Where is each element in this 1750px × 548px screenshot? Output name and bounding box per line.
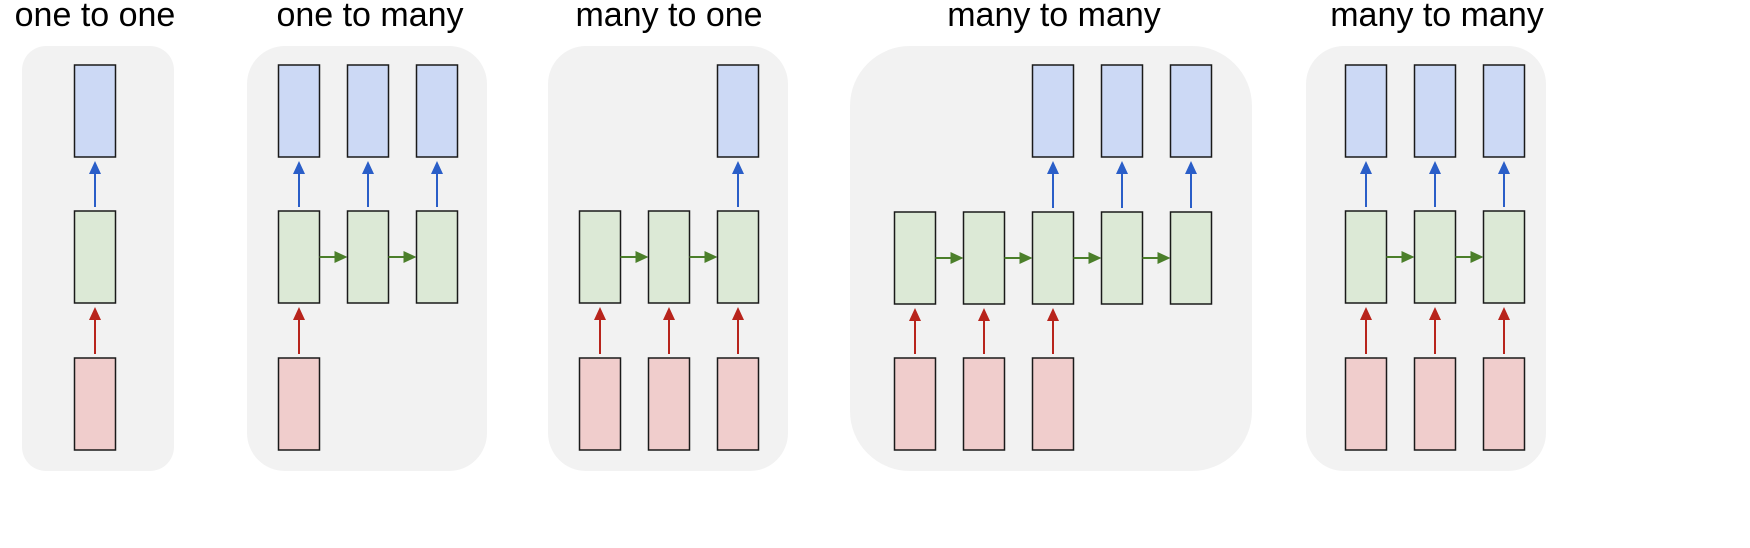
- hidden-state-box: [716, 210, 760, 304]
- hidden-state-box: [647, 210, 691, 304]
- recurrent-arrow: [1142, 252, 1171, 264]
- output-box: [1344, 64, 1388, 158]
- output-box: [1413, 64, 1457, 158]
- panel-title: one to many: [276, 0, 463, 34]
- recurrent-arrow: [319, 251, 348, 263]
- hidden-state-box: [277, 210, 321, 304]
- output-box: [1482, 64, 1526, 158]
- input-arrow: [293, 307, 305, 354]
- output-box: [415, 64, 459, 158]
- input-arrow: [1360, 307, 1372, 354]
- output-arrow: [1047, 161, 1059, 208]
- panel-title: many to one: [575, 0, 762, 34]
- output-arrow: [1116, 161, 1128, 208]
- hidden-state-box: [1031, 211, 1075, 305]
- input-arrow: [1498, 307, 1510, 354]
- input-arrow: [663, 307, 675, 354]
- output-box: [1100, 64, 1144, 158]
- input-box: [1413, 357, 1457, 451]
- output-box: [73, 64, 117, 158]
- panel-title: one to one: [15, 0, 176, 34]
- hidden-state-box: [346, 210, 390, 304]
- input-box: [1344, 357, 1388, 451]
- hidden-state-box: [1169, 211, 1213, 305]
- output-arrow: [732, 161, 744, 207]
- input-box: [1031, 357, 1075, 451]
- input-arrow: [1429, 307, 1441, 354]
- output-arrow: [1185, 161, 1197, 208]
- output-arrow: [1498, 161, 1510, 207]
- input-box: [277, 357, 321, 451]
- output-arrow: [1429, 161, 1441, 207]
- panel-one-to-one: one to one: [15, 0, 176, 471]
- panel-many-to-one: many to one: [548, 0, 788, 471]
- output-arrow: [1360, 161, 1372, 207]
- input-arrow: [732, 307, 744, 354]
- recurrent-arrow: [1004, 252, 1033, 264]
- input-box: [716, 357, 760, 451]
- output-arrow: [293, 161, 305, 207]
- input-arrow: [1047, 308, 1059, 354]
- output-box: [716, 64, 760, 158]
- recurrent-arrow: [689, 251, 718, 263]
- recurrent-arrow: [620, 251, 649, 263]
- input-box: [73, 357, 117, 451]
- panel-many-to-many-delayed: many to many: [850, 0, 1252, 471]
- output-box: [346, 64, 390, 158]
- hidden-state-box: [578, 210, 622, 304]
- recurrent-arrow: [1386, 251, 1415, 263]
- recurrent-arrow: [1073, 252, 1102, 264]
- panel-title: many to many: [1330, 0, 1544, 34]
- output-arrow: [89, 161, 101, 207]
- hidden-state-box: [415, 210, 459, 304]
- recurrent-arrow: [388, 251, 417, 263]
- panel-one-to-many: one to many: [247, 0, 487, 471]
- hidden-state-box: [1482, 210, 1526, 304]
- input-box: [578, 357, 622, 451]
- output-box: [1169, 64, 1213, 158]
- hidden-state-box: [1344, 210, 1388, 304]
- input-arrow: [89, 307, 101, 354]
- input-box: [962, 357, 1006, 451]
- panel-many-to-many-synced: many to many: [1306, 0, 1546, 471]
- output-box: [277, 64, 321, 158]
- input-arrow: [978, 308, 990, 354]
- input-box: [1482, 357, 1526, 451]
- hidden-state-box: [73, 210, 117, 304]
- input-arrow: [594, 307, 606, 354]
- hidden-state-box: [962, 211, 1006, 305]
- output-arrow: [431, 161, 443, 207]
- input-arrow: [909, 308, 921, 354]
- hidden-state-box: [1100, 211, 1144, 305]
- output-arrow: [362, 161, 374, 207]
- recurrent-arrow: [1455, 251, 1484, 263]
- input-box: [647, 357, 691, 451]
- input-box: [893, 357, 937, 451]
- hidden-state-box: [1413, 210, 1457, 304]
- hidden-state-box: [893, 211, 937, 305]
- output-box: [1031, 64, 1075, 158]
- panel-title: many to many: [947, 0, 1161, 34]
- recurrent-arrow: [935, 252, 964, 264]
